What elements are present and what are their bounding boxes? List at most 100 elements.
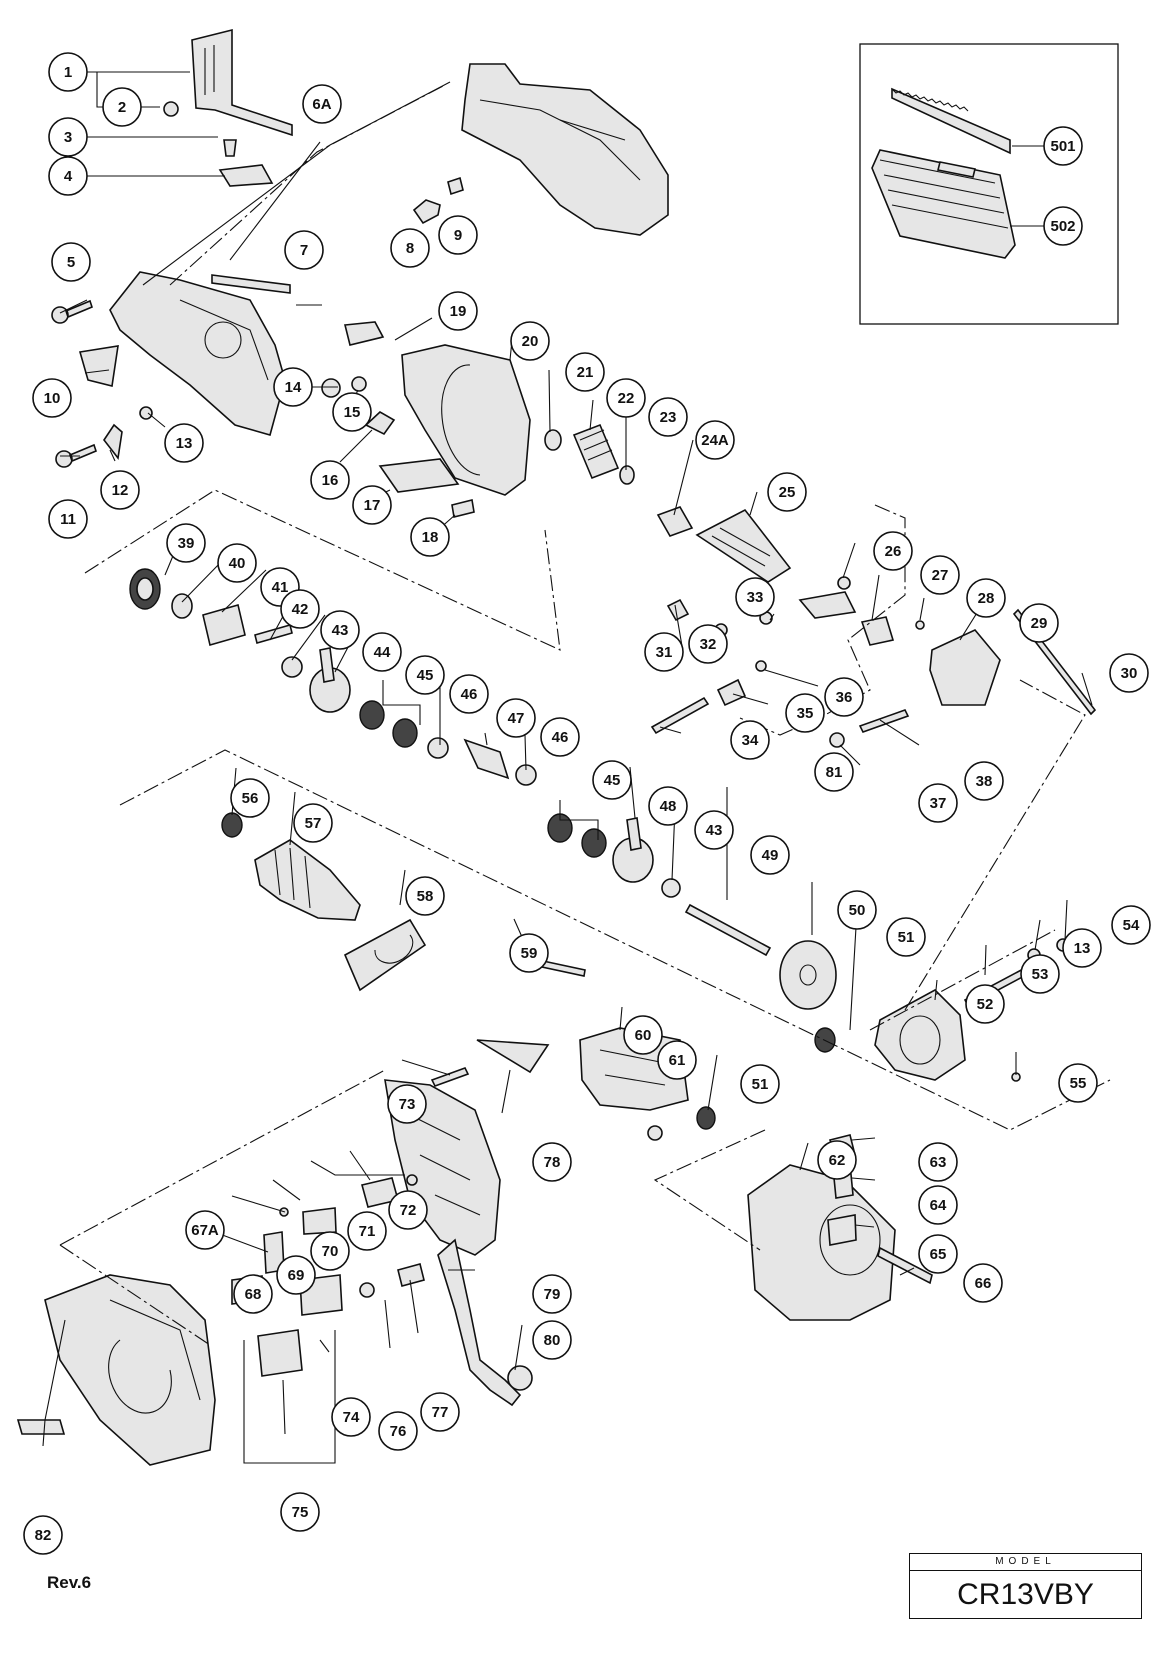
callout-19: 19 [438, 291, 478, 331]
callout-27: 27 [920, 555, 960, 595]
callout-73: 73 [387, 1084, 427, 1124]
svg-text:58: 58 [417, 888, 434, 905]
callout-80: 80 [532, 1320, 572, 1360]
callout-51-top: 51 [886, 917, 926, 957]
svg-text:30: 30 [1121, 665, 1138, 682]
callout-46-right: 46 [540, 717, 580, 757]
svg-text:43: 43 [332, 622, 349, 639]
svg-text:32: 32 [700, 636, 717, 653]
callout-11: 11 [48, 499, 88, 539]
callout-67a: 67A [185, 1210, 225, 1250]
svg-text:61: 61 [669, 1052, 686, 1069]
callout-68: 68 [233, 1274, 273, 1314]
revision-label: Rev.6 [47, 1573, 92, 1592]
callout-31: 31 [644, 632, 684, 672]
housing-body-icon [461, 63, 669, 236]
callout-72: 72 [388, 1190, 428, 1230]
accessory-box [859, 43, 1119, 325]
svg-text:79: 79 [544, 1286, 561, 1303]
callout-35: 35 [785, 693, 825, 733]
callout-46-left: 46 [449, 674, 489, 714]
svg-text:36: 36 [836, 689, 853, 706]
callout-502: 502 [1043, 206, 1083, 246]
model-number: CR13VBY [957, 1578, 1094, 1611]
svg-text:78: 78 [544, 1154, 561, 1171]
callout-71: 71 [347, 1211, 387, 1251]
svg-text:60: 60 [635, 1027, 652, 1044]
callout-24a: 24A [695, 420, 735, 460]
svg-text:35: 35 [797, 705, 814, 722]
svg-text:51: 51 [898, 929, 915, 946]
callout-82: 82 [23, 1515, 63, 1555]
svg-text:501: 501 [1050, 138, 1075, 155]
callout-48: 48 [648, 786, 688, 826]
svg-text:80: 80 [544, 1332, 561, 1349]
switch-knob-icon [412, 176, 464, 225]
group-chain-lines [59, 84, 1111, 1346]
callout-54: 54 [1111, 905, 1151, 945]
svg-text:76: 76 [390, 1423, 407, 1440]
svg-text:26: 26 [885, 543, 902, 560]
svg-text:55: 55 [1070, 1075, 1087, 1092]
callout-33: 33 [735, 577, 775, 617]
saw-blade-icon [891, 87, 1011, 155]
svg-text:66: 66 [975, 1275, 992, 1292]
callout-30: 30 [1109, 653, 1149, 693]
callout-81: 81 [814, 752, 854, 792]
callout-5: 5 [51, 242, 91, 282]
callout-78: 78 [532, 1142, 572, 1182]
svg-text:22: 22 [618, 390, 635, 407]
callout-51-bottom: 51 [740, 1064, 780, 1104]
svg-text:33: 33 [747, 589, 764, 606]
svg-text:19: 19 [450, 303, 467, 320]
callout-8: 8 [390, 228, 430, 268]
svg-text:57: 57 [305, 815, 322, 832]
callout-77: 77 [420, 1392, 460, 1432]
svg-text:13: 13 [176, 435, 193, 452]
svg-text:77: 77 [432, 1404, 449, 1421]
svg-text:23: 23 [660, 409, 677, 426]
svg-text:46: 46 [461, 686, 478, 703]
svg-text:37: 37 [930, 795, 947, 812]
svg-text:34: 34 [742, 732, 759, 749]
svg-text:4: 4 [64, 168, 73, 185]
svg-text:70: 70 [322, 1243, 339, 1260]
callout-15: 15 [332, 392, 372, 432]
svg-text:56: 56 [242, 790, 259, 807]
front-cover-icon [109, 271, 286, 436]
callout-45-left: 45 [405, 655, 445, 695]
callout-61: 61 [657, 1040, 697, 1080]
svg-text:75: 75 [292, 1504, 309, 1521]
callout-43-right: 43 [694, 810, 734, 850]
svg-text:43: 43 [706, 822, 723, 839]
svg-text:54: 54 [1123, 917, 1140, 934]
callout-43-left: 43 [320, 610, 360, 650]
callout-49: 49 [750, 835, 790, 875]
callout-25: 25 [767, 472, 807, 512]
armature-icon [221, 812, 427, 992]
callout-26: 26 [873, 531, 913, 571]
carrying-case-icon [871, 149, 1016, 259]
svg-text:53: 53 [1032, 966, 1049, 983]
svg-text:40: 40 [229, 555, 246, 572]
svg-text:28: 28 [978, 590, 995, 607]
svg-text:8: 8 [406, 240, 414, 257]
svg-text:7: 7 [300, 242, 308, 259]
svg-text:25: 25 [779, 484, 796, 501]
callout-9: 9 [438, 215, 478, 255]
callout-32: 32 [688, 624, 728, 664]
model-box: MODEL CR13VBY [909, 1553, 1142, 1619]
callout-76: 76 [378, 1411, 418, 1451]
svg-text:45: 45 [604, 772, 621, 789]
callout-20: 20 [510, 321, 550, 361]
svg-text:13: 13 [1074, 940, 1091, 957]
callout-6a: 6A [302, 84, 342, 124]
callout-22: 22 [606, 378, 646, 418]
svg-text:42: 42 [292, 601, 309, 618]
callout-36: 36 [824, 677, 864, 717]
callout-58: 58 [405, 876, 445, 916]
svg-text:73: 73 [399, 1096, 416, 1113]
callout-62: 62 [817, 1140, 857, 1180]
callout-63: 63 [918, 1142, 958, 1182]
